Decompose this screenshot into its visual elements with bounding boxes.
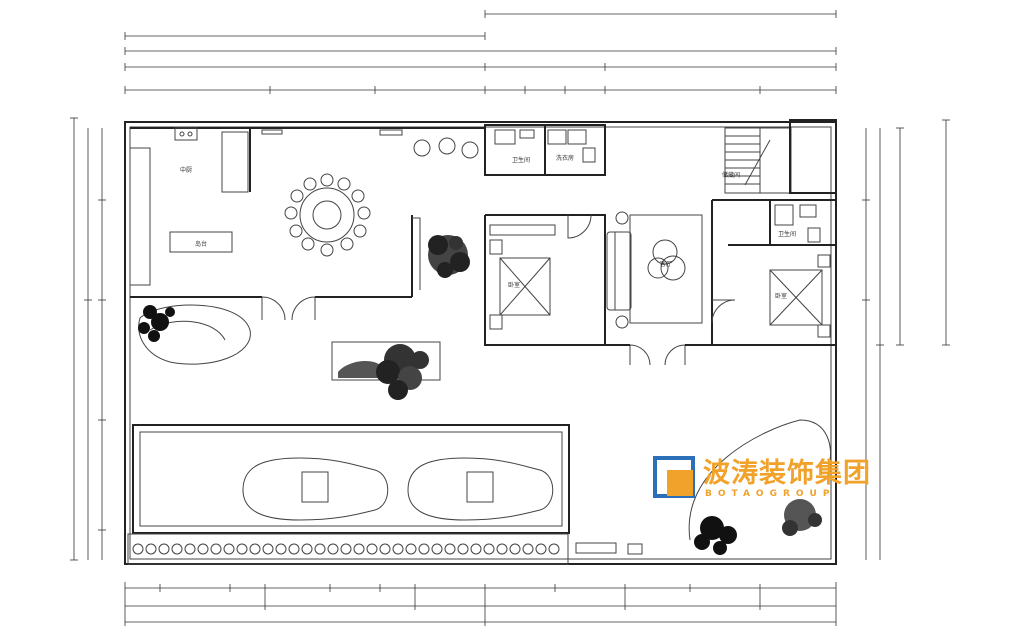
kitchen-dining-block [130,127,485,321]
hedge-dot [457,543,469,555]
room-label-laundry: 洗衣房 [556,154,574,162]
car-left [242,457,389,521]
hedge-dot [483,543,495,555]
logo-chinese-text: 波涛装饰集团 [703,457,871,489]
car-right [407,457,554,521]
hedge-dot [197,543,209,555]
hedge-dot [314,543,326,555]
hedge-dot [509,543,521,555]
left-dimension-lines [70,117,106,561]
hedge-dots [132,543,560,555]
hedge-row [127,533,643,565]
room-label-bath-b: 卫生间 [778,230,796,238]
logo-mark-accent-icon [667,470,693,496]
hedge-dot [470,543,482,555]
room-label-bedroom-b: 卧室 [775,292,787,300]
hedge-dot [223,543,235,555]
hedge-dot [418,543,430,555]
dining-table [284,173,371,257]
hedge-dot [379,543,391,555]
hedge-dot [548,543,560,555]
garden-tree [412,217,470,290]
hedge-dot [262,543,274,555]
garden-left [138,304,251,365]
room-label-living: 客厅 [660,260,672,268]
bedroom-a [484,214,606,346]
room-label-kitchen: 中厨 [180,166,192,174]
bath-laundry-block [484,124,606,176]
hedge-dot [535,543,547,555]
hedge-dot [301,543,313,555]
hedge-dot [158,543,170,555]
lounge-chairs [413,137,479,159]
hedge-dot [444,543,456,555]
company-logo: 波涛装饰集团 BOTAOGROUP [653,456,871,499]
hedge-dot [340,543,352,555]
hedge-dot [392,543,404,555]
hedge-dot [171,543,183,555]
hedge-dot [275,543,287,555]
hedge-dot [405,543,417,555]
living-room [605,211,712,366]
hedge-dot [210,543,222,555]
hedge-dot [184,543,196,555]
right-dimension-lines [862,119,950,560]
room-labels: 中厨 岛台 卫生间 洗衣房 储藏间 卧室 客厅 卫生间 卧室 [180,154,796,300]
kitchen-island [169,231,233,253]
hedge-dot [236,543,248,555]
hedge-dot [522,543,534,555]
room-label-bedroom-a: 卧室 [508,281,520,289]
bottom-dimension-lines [124,582,837,626]
garage [132,424,570,534]
bedroom-b [711,199,836,346]
hedge-dot [496,543,508,555]
room-label-bath-a: 卫生间 [512,156,530,164]
hedge-dot [431,543,443,555]
hedge-dot [132,543,144,555]
garden-center [331,341,441,400]
hedge-dot [327,543,339,555]
room-label-island: 岛台 [195,240,207,248]
stair [724,119,837,194]
hedge-dot [288,543,300,555]
room-label-storage: 储藏间 [722,171,740,179]
hedge-dot [145,543,157,555]
logo-english-text: BOTAOGROUP [705,489,835,499]
hedge-dot [366,543,378,555]
top-dimension-lines [124,10,837,94]
hedge-dot [249,543,261,555]
garden-right [688,419,831,555]
hedge-dot [353,543,365,555]
